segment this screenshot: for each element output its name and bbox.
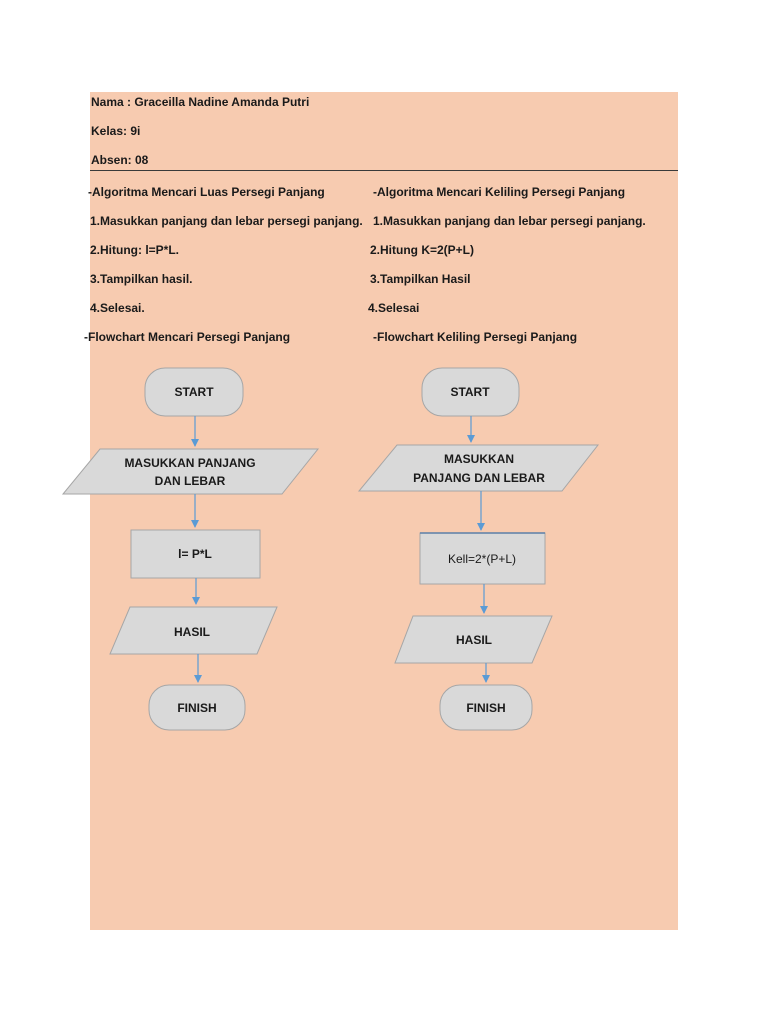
document-page <box>90 92 678 930</box>
left-input-parallelogram <box>61 448 320 495</box>
left-output-label: HASIL <box>174 625 210 639</box>
left-flowchart-title: -Flowchart Mencari Persegi Panjang <box>84 330 291 344</box>
right-step-1: 1.Masukkan panjang dan lebar persegi pan… <box>373 214 646 228</box>
left-start-label: START <box>174 385 214 399</box>
left-flowchart: START MASUKKAN PANJANG DAN LEBAR l= P*L … <box>61 367 320 731</box>
header-divider <box>90 170 678 171</box>
student-attendance: Absen: 08 <box>91 153 149 167</box>
right-step-2: 2.Hitung K=2(P+L) <box>370 243 475 257</box>
left-process-label: l= P*L <box>178 547 212 561</box>
student-class: Kelas: 9i <box>91 124 141 138</box>
right-algorithm-title: -Algoritma Mencari Keliling Persegi Panj… <box>373 185 626 199</box>
right-flowchart-title: -Flowchart Keliling Persegi Panjang <box>373 330 578 344</box>
right-step-3: 3.Tampilkan Hasil <box>370 272 471 286</box>
left-step-2: 2.Hitung: l=P*L. <box>90 243 180 257</box>
right-flowchart: START MASUKKAN PANJANG DAN LEBAR Kell=2*… <box>357 367 600 731</box>
right-process-label: Kell=2*(P+L) <box>448 552 516 566</box>
left-algorithm-title: -Algoritma Mencari Luas Persegi Panjang <box>88 185 325 199</box>
right-finish-terminal <box>439 684 533 731</box>
right-start-label: START <box>450 385 490 399</box>
left-start-terminal <box>144 367 244 417</box>
left-step-1: 1.Masukkan panjang dan lebar persegi pan… <box>90 214 363 228</box>
right-input-parallelogram <box>357 444 600 492</box>
right-finish-label: FINISH <box>466 701 505 715</box>
left-output-parallelogram <box>109 606 278 655</box>
left-step-3: 3.Tampilkan hasil. <box>90 272 193 286</box>
right-input-label-line1: MASUKKAN <box>444 452 514 466</box>
left-input-label-line2: DAN LEBAR <box>155 474 226 488</box>
left-finish-terminal <box>148 684 246 731</box>
left-step-4: 4.Selesai. <box>90 301 145 315</box>
left-process-box <box>130 529 261 579</box>
right-process-box <box>419 532 546 585</box>
right-output-label: HASIL <box>456 633 492 647</box>
left-input-label-line1: MASUKKAN PANJANG <box>124 456 255 470</box>
student-name: Nama : Graceilla Nadine Amanda Putri <box>91 95 310 109</box>
right-input-label-line2: PANJANG DAN LEBAR <box>413 471 545 485</box>
left-finish-label: FINISH <box>177 701 216 715</box>
right-output-parallelogram <box>394 615 553 664</box>
right-step-4: 4.Selesai <box>368 301 420 315</box>
